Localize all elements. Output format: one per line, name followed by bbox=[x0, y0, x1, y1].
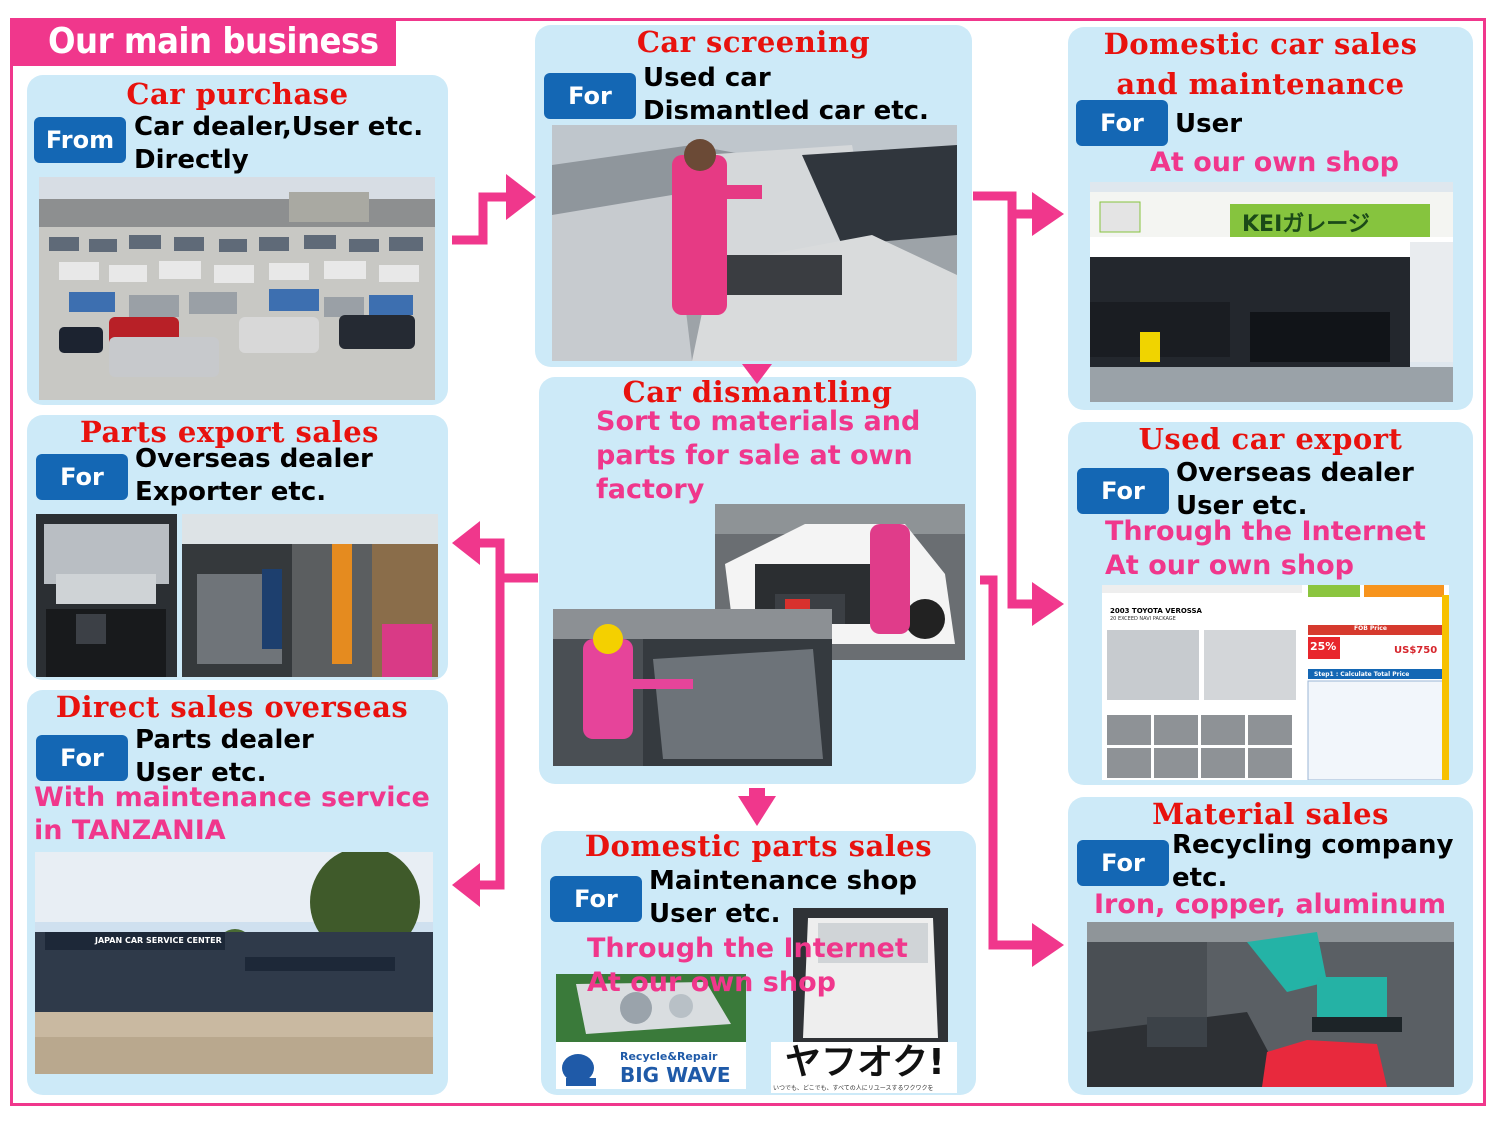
panel-car-dismantling: Car dismantling Sort to materials and pa… bbox=[539, 377, 976, 784]
screening-photo bbox=[552, 125, 957, 361]
dismantling-photo-worker bbox=[553, 609, 832, 766]
panel-material-sales: Material sales For Recycling company etc… bbox=[1068, 797, 1473, 1095]
panel-used-car-export: Used car export For Overseas dealer User… bbox=[1068, 422, 1473, 785]
target-line-2: User etc. bbox=[649, 899, 781, 929]
service-note-1: With maintenance service bbox=[34, 782, 430, 813]
for-badge: For bbox=[36, 735, 128, 781]
channel-note-2: At our own shop bbox=[587, 967, 836, 998]
web-discount: 25% bbox=[1310, 640, 1337, 653]
target-line-2: etc. bbox=[1172, 863, 1228, 893]
source-line-1: Car dealer,User etc. bbox=[134, 112, 424, 142]
garage-photo: KEIガレージ bbox=[1090, 182, 1453, 402]
from-badge: From bbox=[34, 117, 126, 163]
yahoo-auction-logo: ヤフオク! いつでも、どこでも、すべての人にリユースするワクワクを bbox=[771, 1042, 957, 1093]
target-line-1: User bbox=[1175, 109, 1243, 139]
for-badge: For bbox=[36, 454, 128, 500]
yahoo-auction-text: ヤフオク! bbox=[785, 1042, 945, 1083]
panel-title: Material sales bbox=[1152, 797, 1389, 831]
panel-title: Direct sales overseas bbox=[55, 690, 409, 724]
for-badge: For bbox=[1077, 468, 1169, 514]
web-car-name: 2003 TOYOTA VEROSSA bbox=[1110, 607, 1202, 615]
container-photo-1 bbox=[36, 514, 177, 677]
target-line-1: Used car bbox=[643, 63, 771, 93]
dismantling-note-1: Sort to materials and bbox=[596, 406, 921, 437]
for-badge: For bbox=[550, 876, 642, 922]
shop-sign-text: KEIガレージ bbox=[1242, 212, 1370, 237]
web-grade: 20 EXCEED NAVI PACKAGE bbox=[1110, 616, 1176, 622]
tanzania-shop-photo: JAPAN CAR SERVICE CENTER bbox=[35, 852, 433, 1074]
target-line-1: Parts dealer bbox=[135, 725, 314, 755]
panel-direct-sales-overseas: Direct sales overseas For Parts dealer U… bbox=[27, 690, 448, 1095]
export-website-screenshot: 2003 TOYOTA VEROSSA 20 EXCEED NAVI PACKA… bbox=[1102, 585, 1449, 780]
target-line-1: Overseas dealer bbox=[135, 444, 373, 474]
panel-domestic-car-sales: Domestic car sales and maintenance For U… bbox=[1068, 27, 1473, 410]
channel-note-2: At our own shop bbox=[1105, 550, 1354, 581]
bigwave-small-text: Recycle&Repair bbox=[620, 1050, 718, 1063]
panel-title-line-2: and maintenance bbox=[1116, 67, 1405, 101]
web-step-label: Step1 : Calculate Total Price bbox=[1314, 671, 1410, 678]
tailgate-photo bbox=[793, 908, 948, 1042]
for-badge: For bbox=[544, 73, 636, 119]
channel-note-1: Through the Internet bbox=[1105, 516, 1426, 547]
panel-car-purchase: Car purchase From Car dealer,User etc. D… bbox=[27, 75, 448, 405]
bigwave-big-text: BIG WAVE bbox=[620, 1063, 731, 1087]
target-line-2: Dismantled car etc. bbox=[643, 96, 929, 126]
page-title: Our main business bbox=[10, 18, 396, 66]
panel-title: Car screening bbox=[636, 25, 871, 59]
materials-note: Iron, copper, aluminum bbox=[1094, 889, 1446, 920]
panel-title: Car purchase bbox=[126, 77, 349, 111]
dismantling-note-2: parts for sale at own bbox=[596, 440, 913, 471]
web-price: US$750 bbox=[1394, 645, 1438, 656]
dismantling-note-3: factory bbox=[596, 474, 705, 505]
web-fob-label: FOB Price bbox=[1354, 625, 1387, 632]
headlight-photo bbox=[556, 974, 746, 1042]
service-note-2: in TANZANIA bbox=[34, 815, 226, 846]
target-line-1: Maintenance shop bbox=[649, 866, 918, 896]
container-photo-2 bbox=[182, 514, 438, 677]
scrap-yard-photo bbox=[1087, 922, 1454, 1087]
panel-parts-export: Parts export sales For Overseas dealer E… bbox=[27, 415, 448, 680]
yahoo-auction-sub: いつでも、どこでも、すべての人にリユースするワクワクを bbox=[773, 1085, 934, 1092]
panel-title: Domestic parts sales bbox=[584, 831, 933, 863]
source-line-2: Directly bbox=[134, 145, 249, 175]
panel-car-screening: Car screening For Used car Dismantled ca… bbox=[535, 25, 972, 367]
target-line-2: User etc. bbox=[135, 758, 267, 788]
outer-frame bbox=[10, 18, 1486, 1106]
for-badge: For bbox=[1076, 100, 1168, 146]
panel-domestic-parts-sales: Domestic parts sales For Maintenance sho… bbox=[541, 831, 976, 1095]
bigwave-logo: Recycle&Repair BIG WAVE bbox=[556, 1042, 746, 1089]
channel-note: At our own shop bbox=[1150, 147, 1399, 178]
target-line-1: Overseas dealer bbox=[1176, 458, 1414, 488]
panel-title: Parts export sales bbox=[80, 415, 379, 449]
for-badge: For bbox=[1077, 840, 1169, 886]
target-line-2: Exporter etc. bbox=[135, 477, 327, 507]
target-line-1: Recycling company bbox=[1172, 830, 1454, 860]
channel-note-1: Through the Internet bbox=[587, 933, 908, 964]
panel-title: Used car export bbox=[1138, 422, 1403, 456]
shop-sign-text: JAPAN CAR SERVICE CENTER bbox=[95, 936, 222, 945]
car-lot-photo bbox=[39, 177, 435, 400]
target-line-2: User etc. bbox=[1176, 491, 1308, 521]
panel-title-line-1: Domestic car sales bbox=[1103, 27, 1418, 61]
